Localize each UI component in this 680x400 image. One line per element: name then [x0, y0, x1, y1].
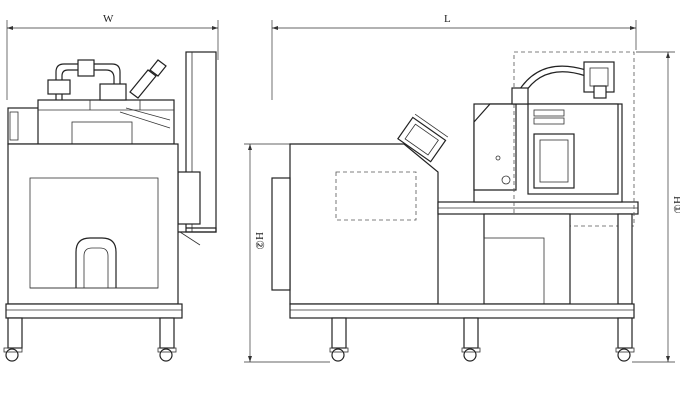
height2-dimension-label: H②	[253, 232, 265, 250]
height1-dimension-label: H①	[671, 196, 680, 214]
front-view: W	[3, 13, 219, 362]
width-dimension-label: W	[103, 13, 114, 25]
side-view: L H② H①	[244, 13, 680, 363]
length-dimension-label: L	[444, 13, 451, 25]
